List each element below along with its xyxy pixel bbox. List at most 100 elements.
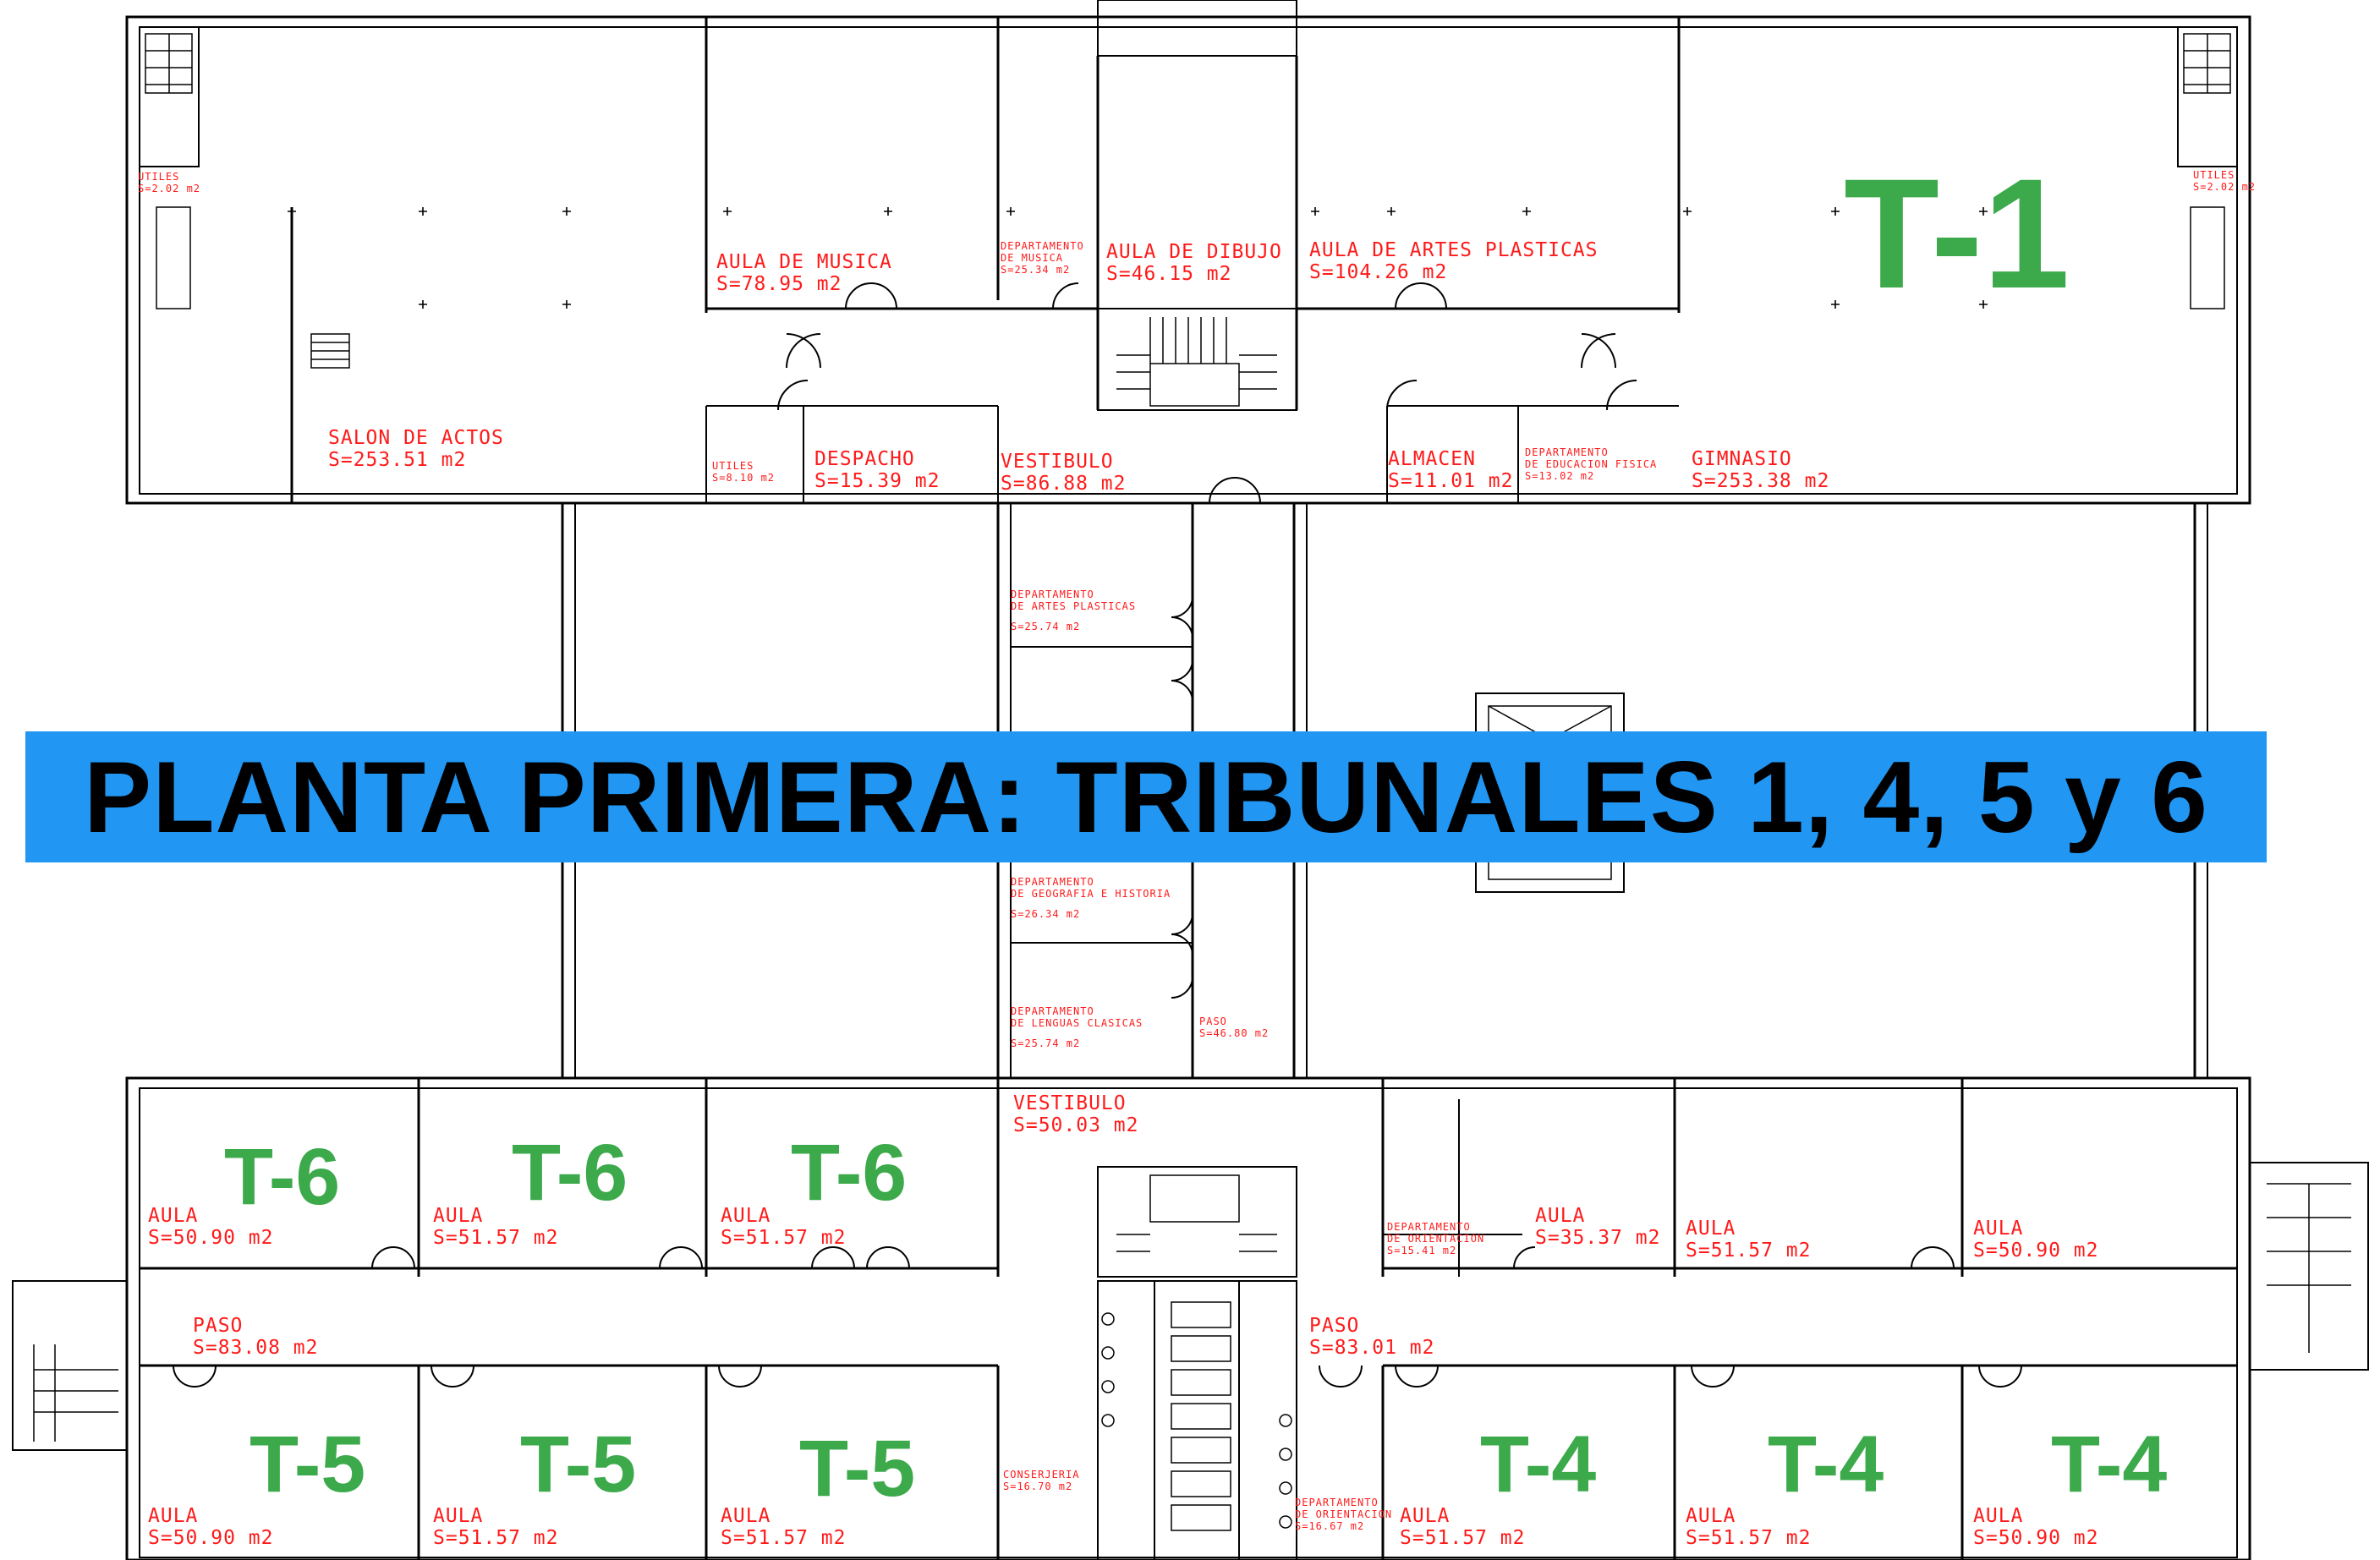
room-area: S=83.01 m2: [1309, 1337, 1435, 1360]
room-area: S=15.39 m2: [814, 470, 940, 493]
room-area: S=16.67 m2: [1295, 1519, 1365, 1532]
room-name: AULA DE ARTES PLASTICAS: [1309, 239, 1599, 261]
room-name: AULA DE DIBUJO: [1106, 241, 1282, 263]
room-name: AULA: [1686, 1218, 1736, 1240]
room-name: DEPARTAMENTO DE LENGUAS CLASICAS: [1011, 1005, 1143, 1029]
room-name: AULA: [1973, 1218, 2024, 1240]
room-name: AULA: [433, 1505, 484, 1527]
room-area: S=50.90 m2: [1973, 1240, 2099, 1262]
room-area: S=51.57 m2: [1686, 1527, 1812, 1550]
room-name: UTILES: [2193, 169, 2235, 181]
room-name: AULA: [1973, 1505, 2024, 1527]
room-name: AULA: [721, 1205, 771, 1227]
room-area: S=253.38 m2: [1692, 470, 1830, 493]
room-area: S=25.34 m2: [1001, 263, 1071, 276]
room-name: VESTIBULO: [1013, 1092, 1127, 1114]
room-area: S=35.37 m2: [1535, 1227, 1661, 1250]
tribunal-label-t6: T-6: [224, 1132, 341, 1222]
room-name: DEPARTAMENTO DE MUSICA: [1001, 240, 1084, 264]
bottom-wing-walls: [12, 1076, 2369, 1560]
room-area: S=11.01 m2: [1388, 470, 1514, 493]
room-area: S=253.51 m2: [328, 449, 467, 472]
room-area: S=86.88 m2: [1001, 473, 1127, 495]
tribunal-label-t4: T-4: [1480, 1420, 1597, 1509]
room-area: S=51.57 m2: [1686, 1240, 1812, 1262]
tribunal-label-t5: T-5: [250, 1420, 366, 1509]
room-name: AULA: [433, 1205, 484, 1227]
room-name: DEPARTAMENTO DE ORIENTACION: [1387, 1221, 1485, 1245]
room-name: DEPARTAMENTO DE EDUCACION FISICA: [1525, 446, 1658, 470]
tribunal-label-t5: T-5: [520, 1420, 637, 1509]
room-area: S=50.03 m2: [1013, 1114, 1139, 1137]
room-area: S=16.70 m2: [1003, 1480, 1073, 1492]
room-area: S=2.02 m2: [2193, 180, 2257, 193]
tribunal-label-t6: T-6: [791, 1128, 908, 1218]
room-area: S=51.57 m2: [721, 1227, 847, 1250]
tribunal-label-t5: T-5: [799, 1424, 916, 1513]
room-name: UTILES: [712, 460, 754, 472]
room-name: PASO: [193, 1315, 244, 1337]
room-area: S=50.90 m2: [1973, 1527, 2099, 1550]
room-name: DEPARTAMENTO DE ARTES PLASTICAS: [1011, 588, 1137, 612]
room-name: SALON DE ACTOS: [328, 427, 504, 449]
room-area: S=50.90 m2: [148, 1527, 274, 1550]
room-area: S=46.80 m2: [1199, 1026, 1270, 1039]
room-name: AULA: [721, 1505, 771, 1527]
room-area: S=8.10 m2: [712, 471, 776, 484]
room-area: S=26.34 m2: [1011, 907, 1081, 920]
room-name: DEPARTAMENTO DE ORIENTACION: [1295, 1497, 1393, 1520]
room-area: S=51.57 m2: [1400, 1527, 1526, 1550]
tribunal-label-t4: T-4: [2051, 1420, 2168, 1509]
room-name: DEPARTAMENTO DE GEOGRAFIA E HISTORIA: [1011, 876, 1171, 900]
room-name: PASO: [1199, 1015, 1227, 1027]
plan-title: PLANTA PRIMERA: TRIBUNALES 1, 4, 5 y 6: [84, 741, 2208, 854]
room-area: S=78.95 m2: [716, 273, 842, 296]
room-name: ALMACEN: [1388, 448, 1476, 470]
room-area: S=46.15 m2: [1106, 263, 1232, 286]
room-area: S=25.74 m2: [1011, 1037, 1081, 1049]
room-area: S=104.26 m2: [1309, 261, 1448, 284]
room-name: GIMNASIO: [1692, 448, 1792, 470]
room-area: S=51.57 m2: [721, 1527, 847, 1550]
room-area: S=50.90 m2: [148, 1227, 274, 1250]
room-depto-geografia-historia: DEPARTAMENTO DE GEOGRAFIA E HISTORIA S=26…: [1011, 876, 1171, 920]
room-area: S=13.02 m2: [1525, 469, 1595, 482]
top-wing-walls: [125, 0, 2251, 505]
room-area: S=2.02 m2: [138, 182, 201, 194]
room-name: VESTIBULO: [1001, 451, 1114, 473]
room-area: S=51.57 m2: [433, 1227, 559, 1250]
room-name: CONSERJERIA: [1003, 1469, 1080, 1481]
room-name: AULA DE MUSICA: [716, 251, 892, 273]
title-banner: [25, 731, 2267, 862]
room-area: S=51.57 m2: [433, 1527, 559, 1550]
